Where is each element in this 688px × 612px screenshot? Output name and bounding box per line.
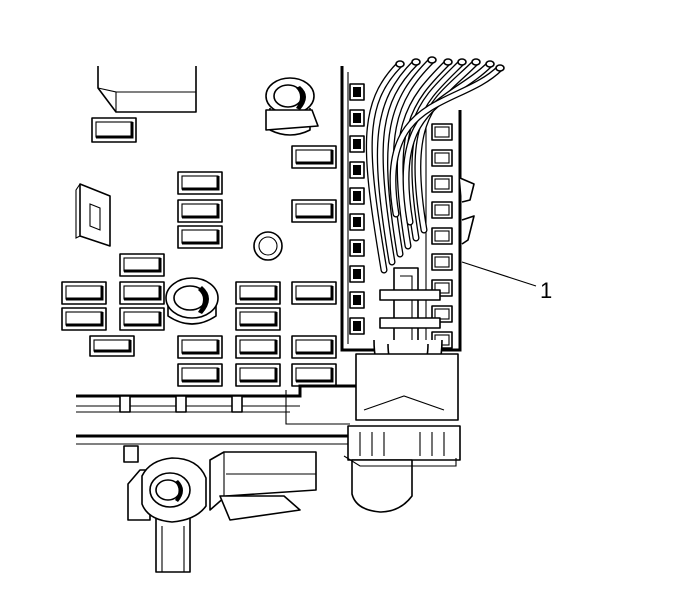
fuse-slot — [119, 281, 165, 305]
wire-end — [471, 58, 481, 66]
fuse-slot — [291, 363, 337, 387]
ground-eyelet-cable — [123, 445, 317, 573]
wire-bundle — [365, 56, 505, 274]
fuse-slot — [89, 335, 135, 357]
fuse-slot — [291, 281, 337, 305]
wire-end — [395, 60, 405, 68]
relay-block — [97, 66, 197, 113]
fuse-slot — [61, 281, 107, 305]
fuse-slot — [235, 281, 281, 305]
wire-end — [443, 58, 453, 66]
fuse-slot — [61, 307, 107, 331]
fuse-slot — [177, 199, 223, 223]
wire-end — [411, 58, 421, 66]
fuse-slot — [119, 253, 165, 277]
fuse-slot — [91, 117, 137, 143]
callout-1-label: 1 — [540, 278, 552, 303]
stud-nut-center — [165, 277, 219, 325]
mounting-hole — [253, 231, 283, 261]
fuse-slot — [235, 307, 281, 331]
fuse-slot — [291, 199, 337, 223]
housing-rails — [76, 384, 360, 445]
stud-nut-top — [265, 77, 319, 136]
connector-cavity — [431, 201, 453, 219]
fuse-slot — [291, 335, 337, 359]
callout-1: 1 — [461, 261, 552, 303]
side-tab — [75, 183, 111, 247]
connector-cavity — [431, 227, 453, 245]
wire-end — [485, 60, 495, 68]
wire-end — [427, 56, 437, 64]
connector-cavity — [431, 175, 453, 193]
wire-end — [457, 58, 467, 66]
fuse-slot — [177, 335, 223, 359]
fuse-slot — [235, 335, 281, 359]
fuse-slot — [235, 363, 281, 387]
fuse-slot — [177, 171, 223, 195]
fuse-slot — [291, 145, 337, 169]
fuse-slot — [177, 225, 223, 249]
connector-cavity — [431, 123, 453, 141]
wire-end — [495, 64, 505, 72]
connector-cavity — [431, 149, 453, 167]
fuse-slot — [119, 307, 165, 331]
harness-connector — [340, 66, 475, 513]
fuse-slot — [177, 363, 223, 387]
connector-cavity — [431, 253, 453, 271]
fuse-slots — [61, 117, 337, 387]
